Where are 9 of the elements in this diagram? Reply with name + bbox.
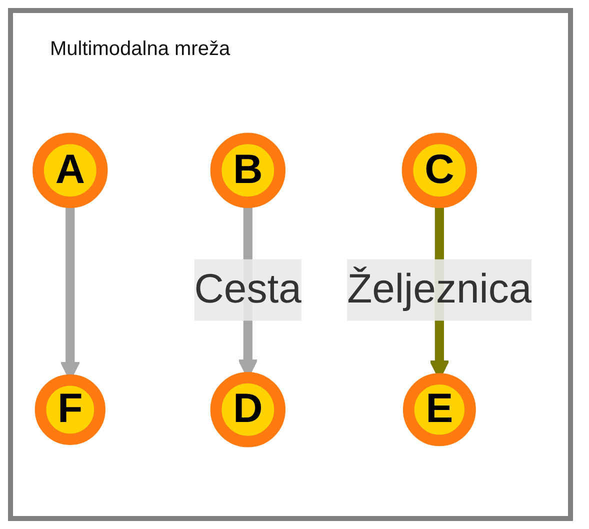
node-circle: B	[210, 132, 286, 208]
node-circle: A	[32, 132, 108, 208]
node-circle: E	[402, 373, 476, 446]
edge-label: Željeznica	[347, 266, 532, 312]
node-circle: D	[210, 372, 286, 448]
node-circle: F	[34, 374, 106, 445]
edge-label: Cesta	[194, 266, 302, 312]
node-circle: C	[402, 132, 478, 208]
diagram-title: Multimodalna mreža	[50, 38, 230, 61]
